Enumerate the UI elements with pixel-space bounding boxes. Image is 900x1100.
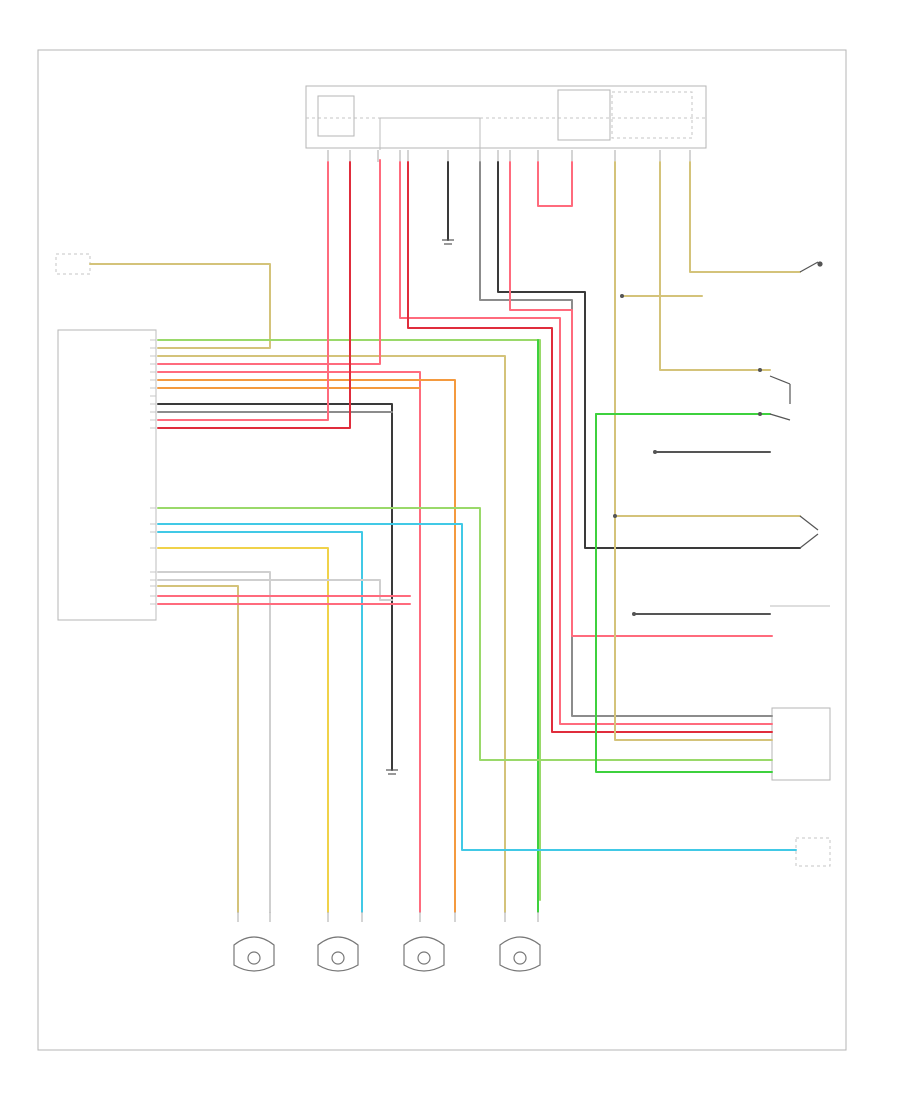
abs-indicator-box — [771, 707, 831, 781]
ebcm-pin-ticks — [150, 339, 156, 605]
ground-symbols — [386, 239, 454, 775]
ebcm-module — [57, 329, 157, 621]
splice-dots — [613, 294, 762, 616]
sensor-connectors — [237, 912, 539, 922]
wheel-speed-sensor-rf — [499, 936, 541, 972]
fuse-block-pins — [327, 150, 691, 162]
wheel-speed-sensor-rr — [233, 936, 275, 972]
engine-control-module-box — [55, 253, 91, 275]
wheel-speed-sensor-lr — [403, 936, 445, 972]
fuse-block — [305, 85, 707, 150]
stop-lamp-switch-box — [795, 837, 831, 867]
wire-harness — [89, 159, 801, 913]
diagram-frame — [37, 49, 847, 1051]
wheel-speed-sensor-lf — [317, 936, 359, 972]
switch-symbols — [769, 261, 823, 549]
